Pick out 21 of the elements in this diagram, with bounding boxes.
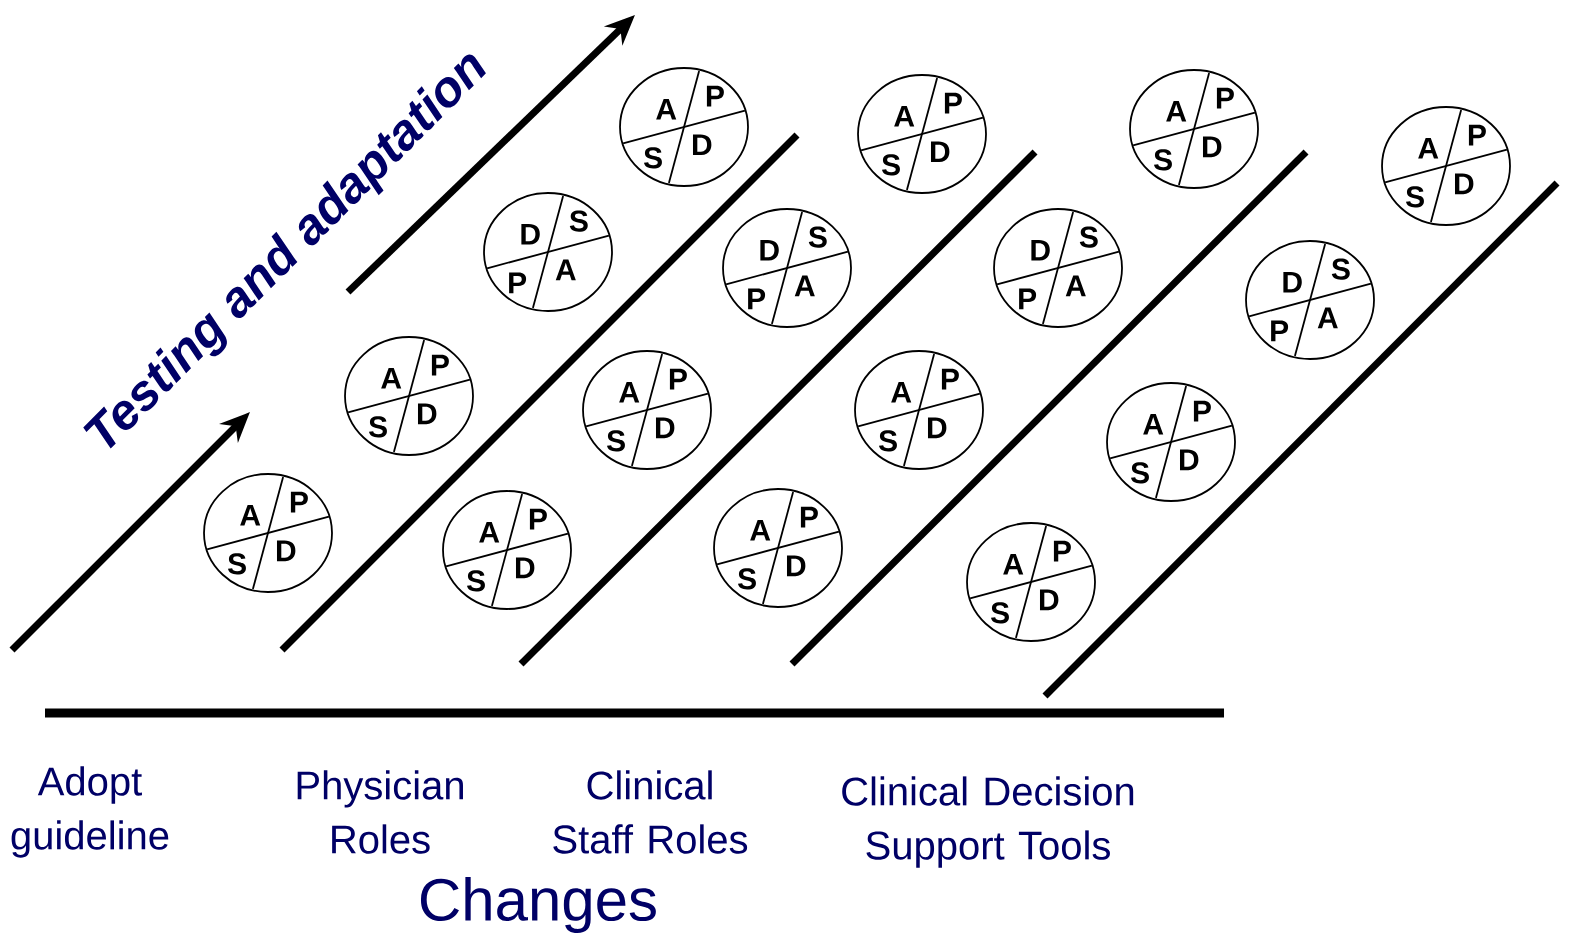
pdsa-cycle: A P S D [582, 350, 712, 470]
pdsa-cycle: A P S D [1129, 69, 1259, 189]
pdsa-cycle: A P S D [854, 350, 984, 470]
category-label: Clinical Decision Support Tools [842, 776, 1134, 868]
pdsa-cycle: A P S D [1106, 382, 1236, 502]
category-label: Adopt guideline [11, 766, 169, 858]
category-label: Clinical Staff Roles [553, 770, 748, 854]
pdsa-cycle: D S P A [722, 208, 852, 328]
pdsa-cycle: A P S D [1381, 106, 1511, 226]
pdsa-cycle: D S P A [993, 208, 1123, 328]
pdsa-cycle: A P S D [857, 74, 987, 194]
pdsa-cycle: A P S D [344, 336, 474, 456]
category-label: Changes [420, 877, 656, 933]
pdsa-cycle: D S P A [483, 192, 613, 312]
pdsa-cycle: D S P A [1245, 240, 1375, 360]
category-label: Physician Roles [297, 770, 463, 854]
pdsa-cycle: A P S D [713, 488, 843, 608]
pdsa-cycle: A P S D [442, 490, 572, 610]
pdsa-cycle: A P S D [619, 67, 749, 187]
pdsa-cycle: A P S D [203, 473, 333, 593]
pdsa-cycle: A P S D [966, 522, 1096, 642]
